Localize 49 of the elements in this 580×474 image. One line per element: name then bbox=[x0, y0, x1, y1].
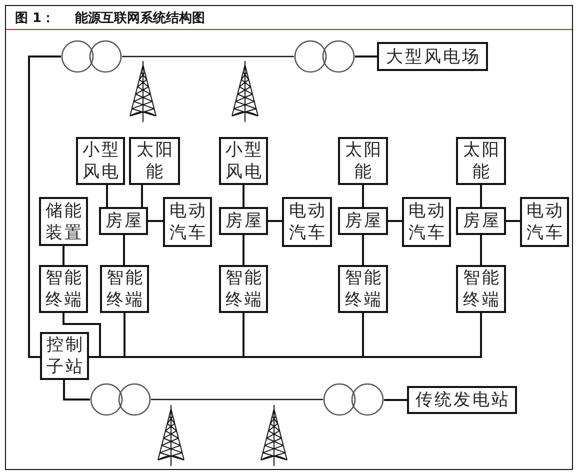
connector-line bbox=[151, 398, 323, 400]
connector-line bbox=[106, 185, 108, 207]
connector-line bbox=[355, 56, 377, 58]
connector-line bbox=[122, 56, 294, 58]
component-box: 储能装置 bbox=[39, 197, 88, 246]
connector-line bbox=[62, 313, 101, 358]
connector-line bbox=[28, 56, 61, 358]
component-box: 智能终端 bbox=[39, 265, 88, 313]
transformer-symbol bbox=[90, 383, 151, 416]
connector-line bbox=[242, 185, 244, 207]
figure-title: 能源互联网系统结构图 bbox=[75, 10, 205, 27]
component-box: 太阳能 bbox=[338, 137, 388, 185]
connector-line bbox=[480, 235, 482, 265]
component-box: 太阳能 bbox=[129, 137, 180, 185]
transformer-symbol bbox=[323, 383, 384, 416]
component-box: 智能终端 bbox=[338, 265, 388, 313]
component-box: 电动汽车 bbox=[282, 197, 332, 247]
transformer-symbol bbox=[294, 40, 355, 73]
connector-line bbox=[141, 185, 143, 207]
component-box: 智能终端 bbox=[456, 265, 506, 313]
figure-number: 图 1： bbox=[15, 10, 55, 27]
connector-line bbox=[480, 185, 482, 207]
component-box: 智能终端 bbox=[100, 265, 149, 313]
connector-line bbox=[268, 220, 282, 222]
connector-line bbox=[123, 235, 125, 265]
component-box: 大型风电场 bbox=[377, 42, 488, 71]
component-box: 控制子站 bbox=[40, 332, 89, 380]
connector-line bbox=[63, 380, 90, 400]
connector-line bbox=[384, 399, 407, 401]
connector-line bbox=[62, 246, 64, 265]
component-box: 房屋 bbox=[219, 207, 268, 235]
connector-line bbox=[362, 235, 364, 265]
transformer-symbol bbox=[61, 40, 122, 73]
component-box: 小型风电 bbox=[76, 137, 125, 185]
component-box: 房屋 bbox=[456, 207, 506, 235]
component-box: 小型风电 bbox=[219, 137, 268, 185]
component-box: 房屋 bbox=[338, 207, 388, 235]
connector-line bbox=[148, 220, 163, 222]
connector-line bbox=[362, 185, 364, 207]
component-box: 智能终端 bbox=[219, 265, 268, 313]
connector-line bbox=[388, 220, 402, 222]
component-box: 电动汽车 bbox=[163, 197, 212, 247]
component-box: 房屋 bbox=[99, 207, 148, 235]
component-box: 电动汽车 bbox=[520, 197, 569, 247]
component-box: 传统发电站 bbox=[407, 386, 517, 414]
component-box: 电动汽车 bbox=[402, 197, 451, 247]
connector-line bbox=[242, 235, 244, 265]
component-box: 太阳能 bbox=[456, 137, 506, 185]
connector-line bbox=[506, 220, 520, 222]
